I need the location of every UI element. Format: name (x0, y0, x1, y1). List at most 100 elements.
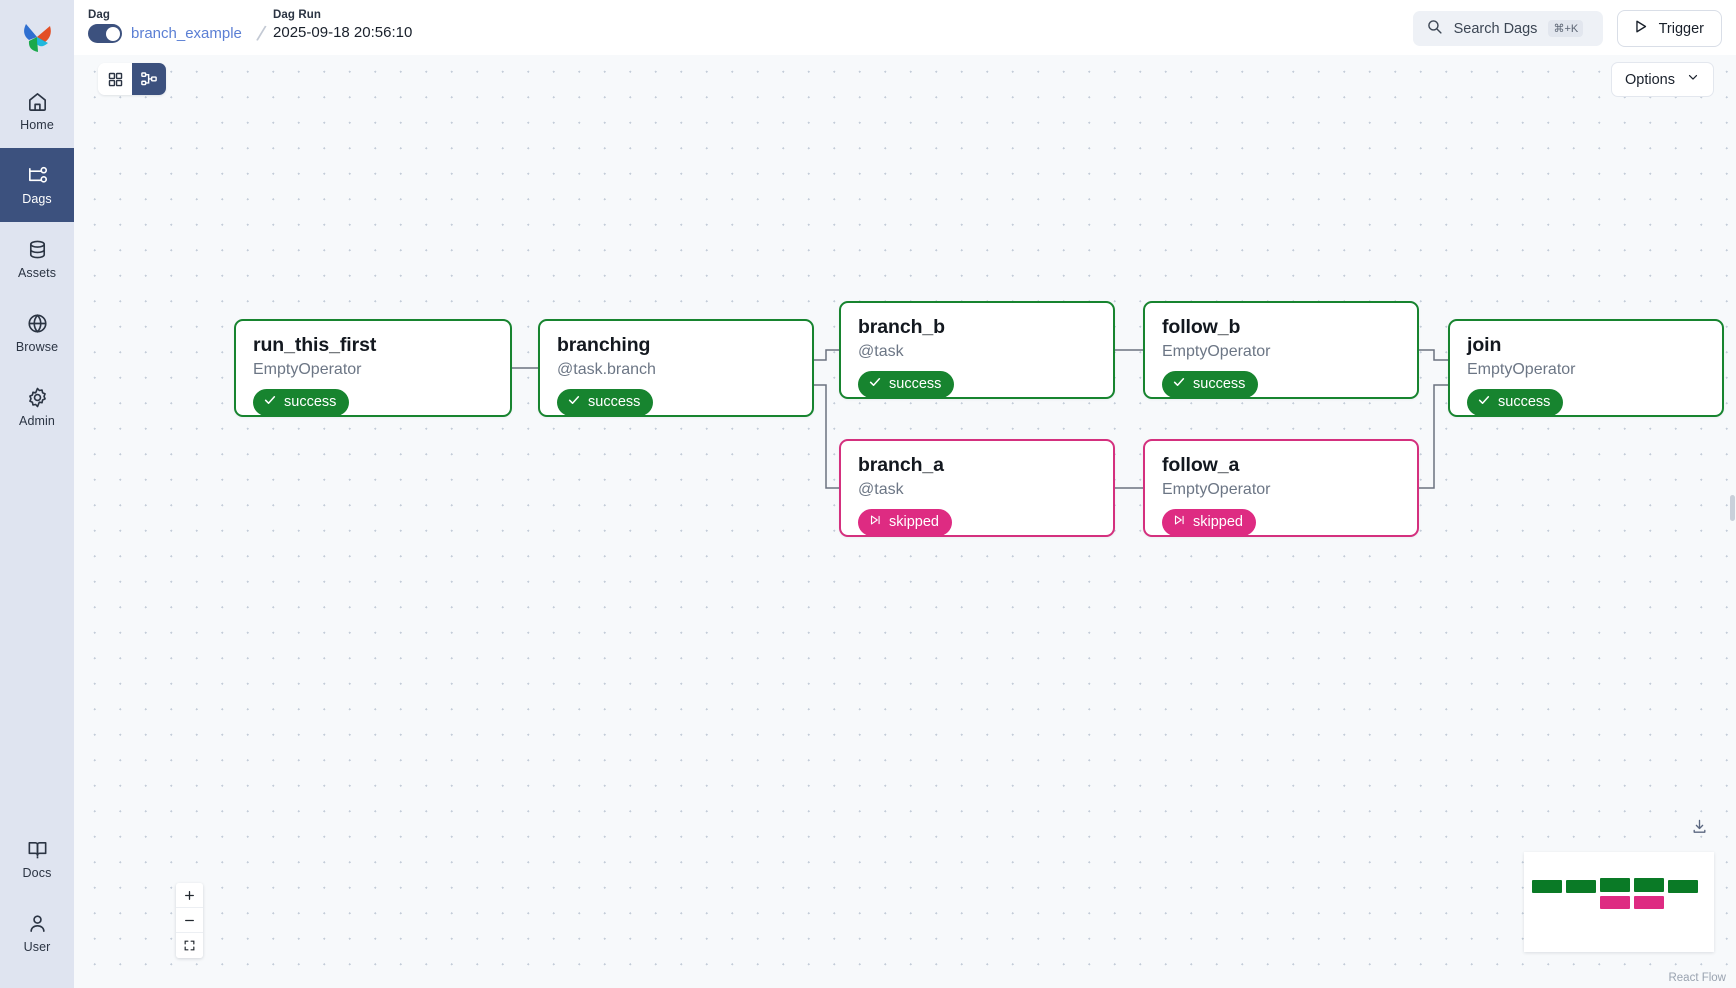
graph-node-branch_b[interactable]: branch_b @task success (839, 301, 1115, 399)
apache-airflow-logo[interactable] (0, 0, 74, 74)
edge-follow_a-join (1419, 384, 1448, 489)
trigger-button-label: Trigger (1658, 20, 1704, 37)
node-status-badge: success (1467, 388, 1564, 416)
node-operator: EmptyOperator (1162, 343, 1271, 361)
database-icon (26, 238, 49, 261)
minimap-node (1634, 896, 1664, 909)
minimap-node (1634, 878, 1664, 892)
globe-icon (26, 312, 49, 335)
node-status-label: success (889, 376, 942, 393)
check-icon (1172, 375, 1186, 393)
main-content: Dag branch_example / Dag Run 2025-09-18 … (74, 0, 1736, 988)
graph-view-button[interactable] (132, 63, 166, 95)
minimap-node (1532, 880, 1562, 893)
sidebar-item-label: User (23, 940, 51, 954)
graph-node-branching[interactable]: branching @task.branch success (538, 319, 814, 417)
node-status-label: skipped (889, 514, 939, 531)
sidebar-item-dags[interactable]: Dags (0, 148, 74, 222)
dag-run-kicker-label: Dag Run (273, 9, 322, 21)
node-operator: @task.branch (557, 361, 656, 379)
search-placeholder-text: Search Dags (1453, 20, 1538, 37)
dag-run-timestamp: 2025-09-18 20:56:10 (273, 24, 413, 41)
zoom-in-button[interactable] (176, 883, 203, 908)
book-icon (26, 838, 49, 861)
minimap-node (1668, 880, 1698, 893)
skip-icon (868, 513, 882, 531)
node-status-label: skipped (1193, 514, 1243, 531)
sidebar-item-label: Dags (22, 192, 52, 206)
node-operator: EmptyOperator (1467, 361, 1576, 379)
sidebar: Home Dags (0, 0, 74, 988)
zoom-controls (176, 883, 203, 958)
sidebar-item-docs[interactable]: Docs (0, 822, 74, 896)
node-status-label: success (588, 394, 641, 411)
minimap-nodes (1524, 852, 1714, 952)
options-button[interactable]: Options (1611, 62, 1714, 97)
grid-view-button[interactable] (98, 63, 132, 95)
node-operator: EmptyOperator (1162, 481, 1271, 499)
minimap-node (1600, 878, 1630, 892)
canvas-scrollbar[interactable] (1730, 495, 1735, 521)
node-status-badge: success (858, 370, 955, 398)
check-icon (263, 393, 277, 411)
breadcrumb-separator: / (254, 20, 268, 47)
sidebar-item-admin[interactable]: Admin (0, 370, 74, 444)
search-dags-input[interactable]: Search Dags ⌘+K (1412, 11, 1603, 46)
node-title: branching (557, 334, 651, 356)
play-icon (1632, 18, 1649, 40)
sidebar-item-label: Assets (17, 266, 57, 280)
download-graph-icon[interactable] (1691, 818, 1708, 840)
zoom-out-button[interactable] (176, 908, 203, 933)
node-status-label: success (1193, 376, 1246, 393)
trigger-button[interactable]: Trigger (1616, 10, 1722, 47)
dag-icon (26, 164, 49, 187)
check-icon (868, 375, 882, 393)
edge-branching-branch_a (814, 384, 839, 489)
node-title: branch_a (858, 454, 944, 476)
node-status-badge: success (557, 388, 654, 416)
node-status-label: success (1498, 394, 1551, 411)
node-operator: @task (858, 343, 904, 361)
sidebar-item-user[interactable]: User (0, 896, 74, 970)
minimap[interactable] (1524, 852, 1714, 952)
edge-branching-branch_b (814, 349, 839, 361)
home-icon (26, 90, 49, 113)
top-bar: Dag branch_example / Dag Run 2025-09-18 … (74, 0, 1736, 55)
user-icon (26, 912, 49, 935)
gear-icon (26, 386, 49, 409)
fit-view-button[interactable] (176, 933, 203, 958)
search-icon (1426, 18, 1443, 40)
sidebar-nav-bottom: Docs User (0, 822, 74, 988)
node-title: follow_a (1162, 454, 1240, 476)
breadcrumb-dag: Dag branch_example (88, 9, 242, 43)
check-icon (567, 393, 581, 411)
node-status-badge: skipped (858, 508, 952, 536)
sidebar-item-label: Admin (19, 414, 55, 428)
sidebar-item-label: Docs (22, 866, 52, 880)
node-title: branch_b (858, 316, 945, 338)
sidebar-nav-top: Home Dags (0, 74, 74, 444)
sidebar-item-assets[interactable]: Assets (0, 222, 74, 296)
sidebar-item-browse[interactable]: Browse (0, 296, 74, 370)
dag-name-link[interactable]: branch_example (131, 25, 242, 42)
graph-canvas[interactable]: Options (74, 55, 1736, 988)
view-toggle-group (98, 63, 166, 95)
node-status-label: success (284, 394, 337, 411)
options-button-label: Options (1625, 71, 1675, 88)
chevron-down-icon (1686, 70, 1700, 89)
node-status-badge: success (1162, 370, 1259, 398)
sidebar-item-label: Browse (15, 340, 59, 354)
dag-pause-toggle[interactable] (88, 24, 122, 43)
react-flow-attribution: React Flow (1668, 972, 1726, 984)
sidebar-item-home[interactable]: Home (0, 74, 74, 148)
minimap-node (1600, 896, 1630, 909)
skip-icon (1172, 513, 1186, 531)
minimap-node (1566, 880, 1596, 893)
